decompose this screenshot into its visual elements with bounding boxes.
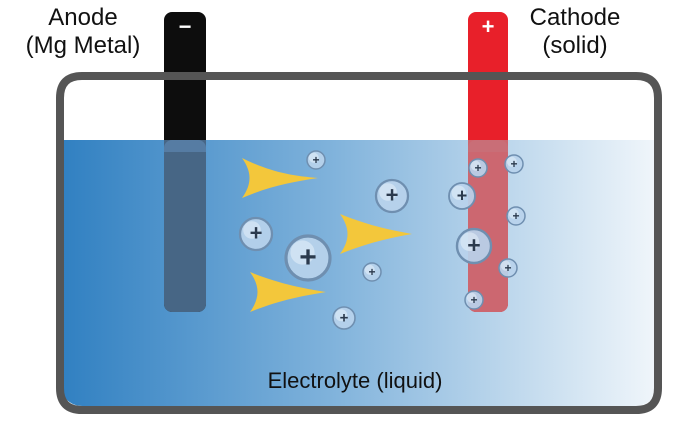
ion-sign: + bbox=[470, 293, 477, 307]
ion: + bbox=[448, 182, 476, 210]
ion-sign: + bbox=[386, 183, 399, 208]
ion-sign: + bbox=[504, 261, 511, 275]
ion-sign: + bbox=[299, 241, 317, 274]
flow-arrow bbox=[250, 272, 326, 312]
magnesium-ions: + + + + + + + + + + + + + bbox=[238, 150, 526, 330]
anode-minus-sign: − bbox=[179, 14, 192, 39]
battery-container bbox=[56, 72, 662, 414]
ion: + bbox=[332, 306, 356, 330]
ion-sign: + bbox=[512, 209, 519, 223]
ion-sign: + bbox=[340, 310, 349, 327]
ion: + bbox=[238, 216, 274, 252]
flow-arrow bbox=[242, 158, 318, 198]
ion-sign: + bbox=[474, 161, 481, 175]
ion-sign: + bbox=[312, 153, 319, 167]
ion: + bbox=[374, 178, 410, 214]
ion: + bbox=[506, 206, 526, 226]
ion: + bbox=[468, 158, 488, 178]
ion: + bbox=[306, 150, 326, 170]
ion: + bbox=[284, 234, 332, 282]
electrolyte-label: Electrolyte (liquid) bbox=[267, 368, 443, 393]
ion-sign: + bbox=[368, 265, 375, 279]
ion-flow-arrows bbox=[242, 158, 412, 312]
ion: + bbox=[362, 262, 382, 282]
ion-sign: + bbox=[510, 157, 517, 171]
flow-arrow bbox=[340, 214, 412, 254]
anode-label: Anode (Mg Metal) bbox=[8, 4, 158, 60]
cathode-label: Cathode (solid) bbox=[510, 4, 640, 60]
anode-submerged-overlay bbox=[164, 140, 206, 312]
cathode-submerged-overlay bbox=[468, 140, 508, 312]
cathode-title: Cathode bbox=[529, 4, 621, 31]
ion-sign: + bbox=[250, 221, 263, 246]
cathode-plus-sign: + bbox=[482, 14, 495, 39]
anode-subtitle: (Mg Metal) bbox=[25, 32, 141, 59]
ion: + bbox=[455, 227, 493, 265]
ion: + bbox=[504, 154, 524, 174]
ion: + bbox=[498, 258, 518, 278]
anode-title: Anode bbox=[48, 4, 118, 31]
ion: + bbox=[464, 290, 484, 310]
cathode-subtitle: (solid) bbox=[542, 32, 608, 59]
ion-sign: + bbox=[467, 232, 480, 258]
ion-sign: + bbox=[457, 185, 468, 205]
electrolyte-liquid bbox=[60, 140, 658, 406]
